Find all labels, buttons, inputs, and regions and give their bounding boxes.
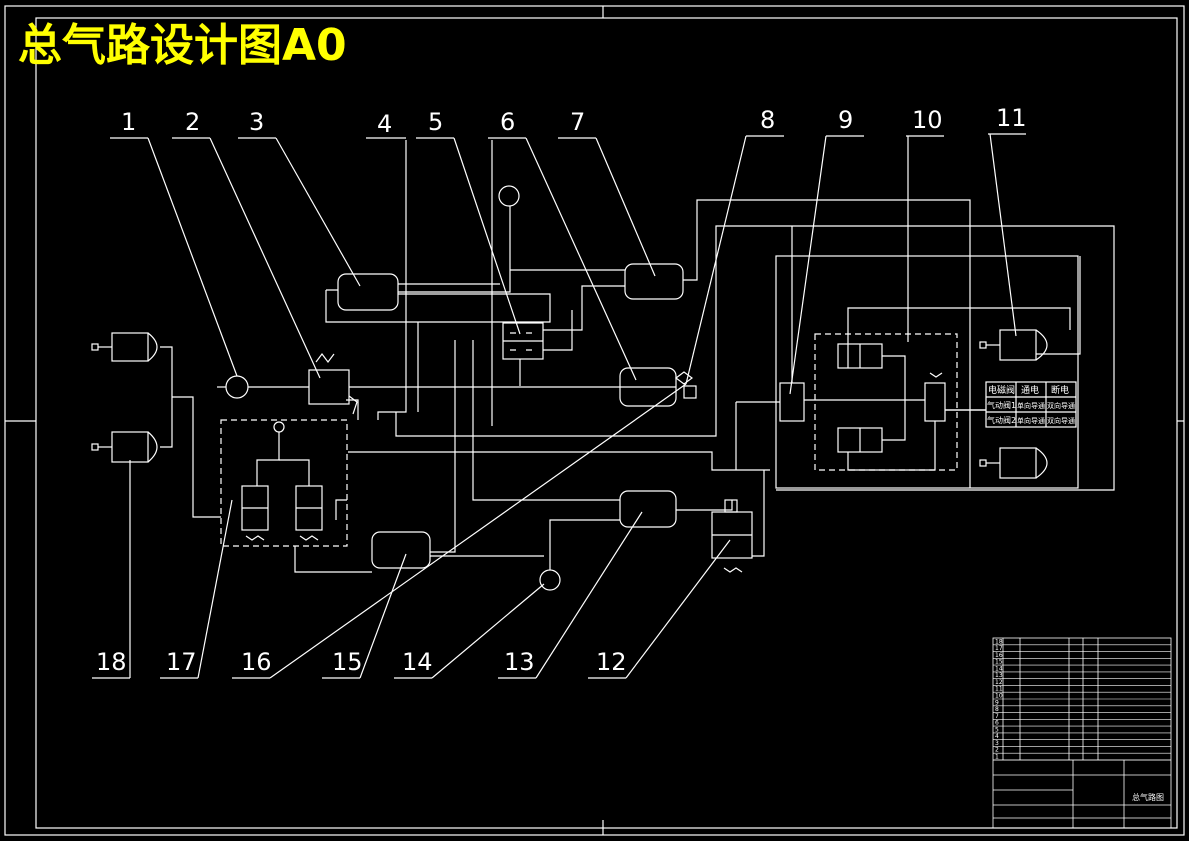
air-lines bbox=[160, 140, 1115, 573]
callout-top-6: 6 bbox=[500, 108, 515, 136]
title-block-part-number: 3 bbox=[995, 740, 999, 747]
pressure-gauge-top bbox=[498, 185, 520, 207]
title-block-part-number: 16 bbox=[995, 652, 1003, 659]
title-block-part-number: 10 bbox=[995, 693, 1003, 700]
legend-header-valve: 电磁阀 bbox=[988, 384, 1015, 396]
legend-header-off: 断电 bbox=[1051, 384, 1069, 396]
rear-circuit-frame bbox=[775, 255, 1079, 489]
callout-top-5: 5 bbox=[428, 108, 443, 136]
valve-assembly-17 bbox=[220, 419, 348, 547]
legend-row1-on: 单向导通 bbox=[1017, 401, 1045, 410]
title-block-part-number: 12 bbox=[995, 679, 1003, 686]
brake-chamber-right-bottom bbox=[979, 447, 1048, 479]
callout-top-2: 2 bbox=[185, 108, 200, 136]
legend-row1-off: 双向导通 bbox=[1047, 401, 1075, 410]
compressor bbox=[225, 375, 249, 399]
reservoir-13 bbox=[619, 490, 677, 528]
quick-release-valve-9 bbox=[779, 382, 805, 422]
inner-frame bbox=[35, 17, 1178, 829]
callout-top-10: 10 bbox=[912, 106, 943, 134]
title-block-part-number: 14 bbox=[995, 665, 1003, 672]
relay-valve-12 bbox=[711, 499, 753, 573]
title-block-part-number: 5 bbox=[995, 726, 999, 733]
callout-bottom-13: 13 bbox=[504, 648, 535, 676]
legend-table bbox=[985, 381, 1077, 428]
callout-bottom-14: 14 bbox=[402, 648, 433, 676]
callout-top-9: 9 bbox=[838, 106, 853, 134]
drain-valve-8 bbox=[675, 371, 697, 399]
legend-row2-on: 单向导通 bbox=[1017, 416, 1045, 425]
leader-lines bbox=[92, 133, 1026, 679]
callout-top-8: 8 bbox=[760, 106, 775, 134]
callout-top-11: 11 bbox=[996, 104, 1027, 132]
title-block-drawing-name: 总气路图 bbox=[1132, 792, 1164, 802]
title-block-part-number: 17 bbox=[995, 645, 1003, 652]
title-block-part-number: 2 bbox=[995, 747, 999, 754]
callout-top-3: 3 bbox=[249, 108, 264, 136]
gauge-small-17 bbox=[273, 421, 285, 433]
legend-header-on: 通电 bbox=[1021, 384, 1039, 396]
callout-top-7: 7 bbox=[570, 108, 585, 136]
callout-bottom-17: 17 bbox=[166, 648, 197, 676]
callout-top-4: 4 bbox=[377, 110, 392, 138]
title-block-part-number: 6 bbox=[995, 720, 999, 727]
reservoir-3 bbox=[337, 273, 399, 311]
callout-bottom-15: 15 bbox=[332, 648, 363, 676]
title-block-part-number: 11 bbox=[995, 686, 1003, 693]
title-block-part-number: 15 bbox=[995, 659, 1003, 666]
title-block-part-number: 7 bbox=[995, 713, 999, 720]
title-block-part-number: 18 bbox=[995, 638, 1003, 645]
brake-chamber-left-top bbox=[91, 332, 158, 362]
legend-row2-off: 双向导通 bbox=[1047, 416, 1075, 425]
four-circuit-valve bbox=[502, 322, 544, 360]
solenoid-assembly-10 bbox=[814, 333, 958, 471]
title-block-part-number: 9 bbox=[995, 699, 999, 706]
callout-bottom-16: 16 bbox=[241, 648, 272, 676]
brake-chamber-left-bottom bbox=[91, 431, 158, 463]
title-block-part-number: 13 bbox=[995, 672, 1003, 679]
brake-chamber-right-top bbox=[979, 329, 1048, 361]
unloader-valve bbox=[308, 353, 358, 415]
drawing-title: 总气路设计图A0 bbox=[18, 20, 347, 71]
legend-row1-name: 气动阀1 bbox=[987, 400, 1016, 410]
legend-row2-name: 气动阀2 bbox=[987, 415, 1016, 425]
title-block-part-number: 8 bbox=[995, 706, 999, 713]
callout-bottom-18: 18 bbox=[96, 648, 127, 676]
callout-top-1: 1 bbox=[121, 108, 136, 136]
title-block-part-number: 1 bbox=[995, 754, 999, 761]
title-block-part-number: 4 bbox=[995, 733, 999, 740]
reservoir-16 bbox=[371, 531, 431, 569]
callout-bottom-12: 12 bbox=[596, 648, 627, 676]
pressure-gauge-14 bbox=[539, 569, 561, 591]
reservoir-7 bbox=[624, 263, 684, 300]
